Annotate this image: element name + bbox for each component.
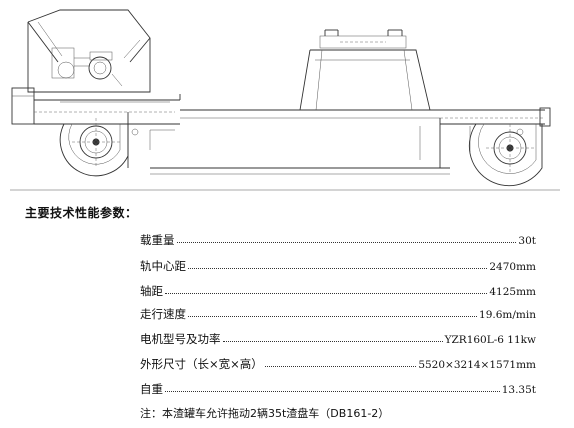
motor-housing: [27, 9, 151, 93]
leader-dots: [188, 315, 478, 317]
spec-row-motor: 电机型号及功率 YZR160L-6 11kw: [140, 331, 536, 347]
spec-value: 19.6m/min: [479, 309, 536, 321]
spec-row-load: 载重量 30t: [140, 232, 536, 248]
spec-label: 走行速度: [140, 307, 186, 321]
leader-dots: [165, 292, 488, 294]
spec-value: 4125mm: [489, 286, 536, 298]
leader-dots: [222, 340, 443, 342]
right-wheel: [468, 123, 543, 187]
leader-dots: [176, 241, 517, 243]
spec-label: 电机型号及功率: [140, 332, 221, 346]
spec-row-weight: 自重 13.35t: [140, 381, 536, 397]
leader-dots: [165, 390, 500, 392]
spec-heading: 主要技术性能参数：: [25, 206, 138, 220]
spec-value: YZR160L-6 11kw: [444, 334, 536, 346]
main-frame: [11, 87, 551, 175]
spec-value: 13.35t: [501, 384, 536, 396]
spec-value: 2470mm: [489, 261, 536, 273]
spec-label: 载重量: [140, 233, 175, 247]
spec-value: 5520×3214×1571mm: [418, 359, 536, 371]
vehicle-elevation-drawing: [10, 9, 560, 191]
spec-label: 轨中心距: [140, 259, 186, 273]
spec-label: 轴距: [140, 284, 163, 298]
spec-row-wheelbase: 轴距 4125mm: [140, 283, 536, 299]
left-wheel: [59, 118, 129, 177]
footnote: 注：本渣罐车允许拖动2辆35t渣盘车（DB161-2）: [140, 407, 390, 420]
leader-dots: [188, 267, 488, 269]
spec-row-gauge: 轨中心距 2470mm: [140, 258, 536, 274]
spec-row-speed: 走行速度 19.6m/min: [140, 306, 536, 322]
leader-dots: [264, 365, 417, 367]
spec-label: 外形尺寸（长×宽×高）: [140, 357, 263, 371]
spec-label: 自重: [140, 382, 163, 396]
spec-value: 30t: [518, 235, 536, 247]
spec-row-dimensions: 外形尺寸（长×宽×高） 5520×3214×1571mm: [140, 356, 536, 372]
